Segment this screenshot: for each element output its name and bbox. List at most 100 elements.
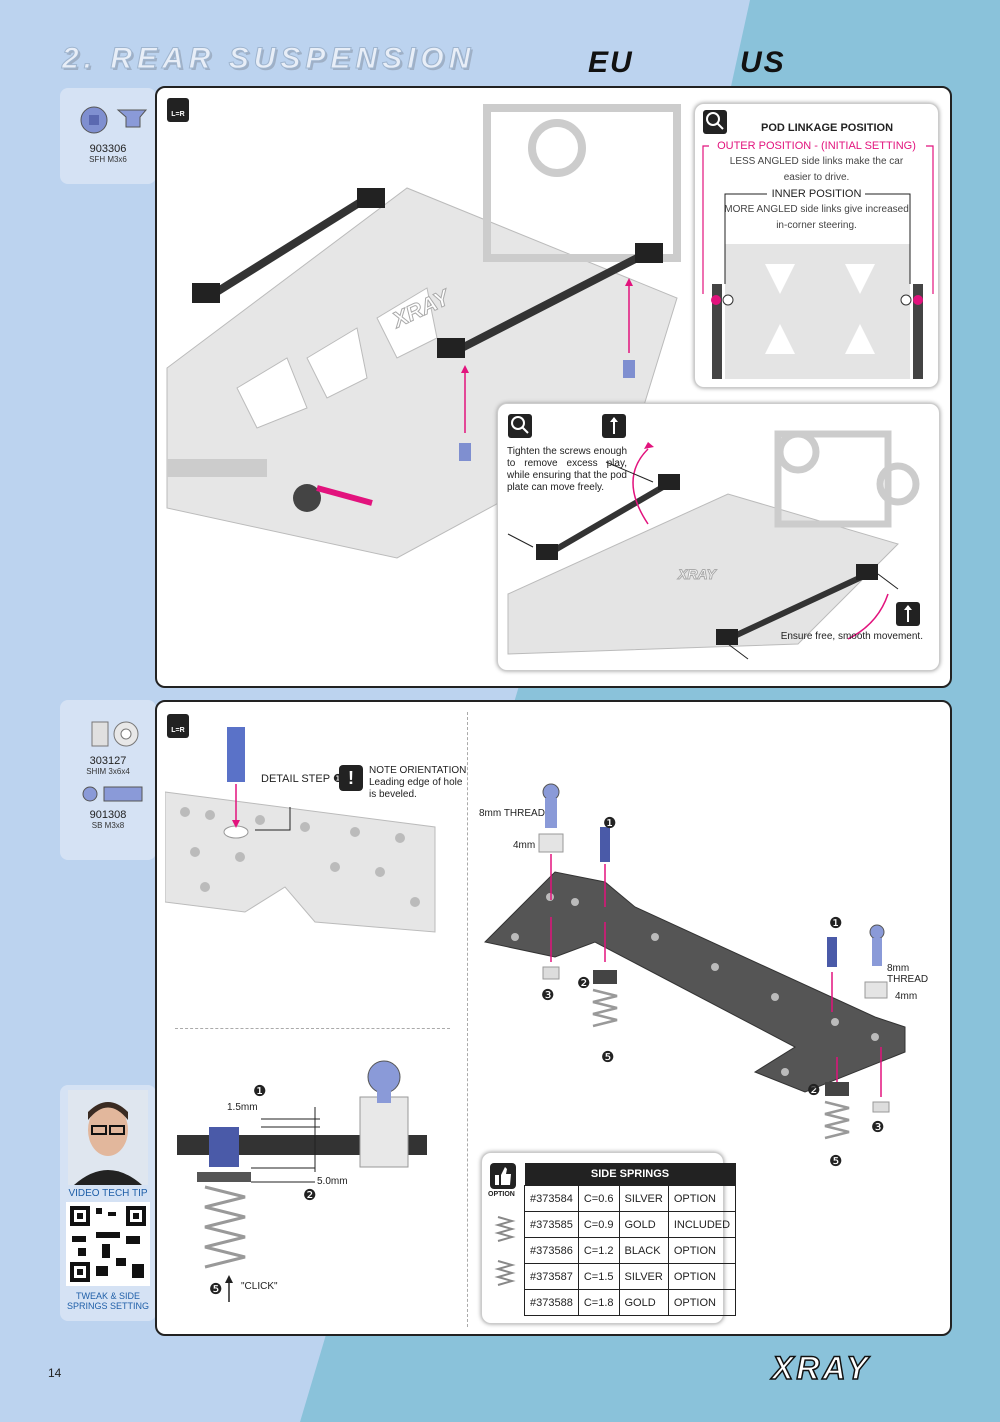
- spring-status: OPTION: [667, 1289, 737, 1316]
- note-text-1: Leading edge of hole: [369, 777, 463, 788]
- screw-icon: [80, 106, 148, 134]
- ensure-note: Ensure free, smooth movement.: [780, 631, 923, 642]
- lr-icon: L=R: [167, 98, 189, 122]
- pod-box-title: POD LINKAGE POSITION: [761, 122, 894, 134]
- part-desc: SHIM 3x6x4: [86, 767, 130, 776]
- row-divider: [175, 1028, 450, 1029]
- part-number: 303127: [89, 755, 127, 767]
- video-tip-title: VIDEO TECH TIP: [68, 1188, 148, 1199]
- note-title: NOTE ORIENTATION: [369, 765, 467, 776]
- video-caption-2: SPRINGS SETTING: [66, 1301, 149, 1311]
- inner-text-1: MORE ANGLED side links give increased: [724, 204, 909, 215]
- callout-two: ❷: [303, 1187, 317, 1204]
- detail-magnify-icon: [703, 110, 727, 134]
- part-number: 901308: [89, 809, 127, 821]
- callout-five: ❺: [601, 1049, 615, 1066]
- pod-plate-illustration: [702, 145, 934, 379]
- spring-status: OPTION: [667, 1263, 737, 1290]
- tighten-detail: Tighten the screws enough to remove exce…: [497, 403, 940, 671]
- screwdriver-icon: [602, 414, 626, 438]
- part-desc: SB M3x8: [91, 821, 125, 830]
- table-row: #373584 C=0.6 SILVER OPTION: [524, 1185, 737, 1212]
- outer-text-2: easier to drive.: [783, 172, 850, 183]
- qr-code[interactable]: [66, 1202, 150, 1286]
- table-row: #373587 C=1.5 SILVER OPTION: [524, 1263, 737, 1290]
- spring-status: OPTION: [667, 1237, 737, 1264]
- side-springs-table: SIDE SPRINGS #373584 C=0.6 SILVER OPTION…: [524, 1163, 737, 1316]
- part-desc: SFH M3x6: [89, 155, 127, 164]
- parts-box-step1: 903306 SFH M3x6: [60, 88, 156, 184]
- video-caption-1: TWEAK & SIDE: [75, 1291, 140, 1301]
- option-label: OPTION: [488, 1191, 515, 1198]
- shim-icon: [91, 721, 139, 747]
- callout-five: ❺: [209, 1281, 223, 1298]
- spring-rate: C=1.5: [577, 1263, 620, 1290]
- tighten-note: Tighten the screws enough to remove exce…: [507, 446, 627, 493]
- callout-five: ❺: [829, 1153, 843, 1170]
- spring-status: INCLUDED: [667, 1211, 737, 1238]
- detail-step-text: DETAIL STEP: [261, 773, 330, 785]
- plate-hole-detail-illustration: [165, 727, 436, 933]
- detail-step-label: DETAIL STEP ❶: [261, 772, 343, 785]
- outer-text-1: LESS ANGLED side links make the car: [729, 156, 904, 167]
- callout-three: ❸: [871, 1119, 885, 1136]
- side-springs-option-box: OPTION SIDE SPRINGS #373584 C=0.6 SILVER…: [481, 1152, 737, 1324]
- table-row: #373585 C=0.9 GOLD INCLUDED: [524, 1211, 737, 1238]
- set-screw-icon: [82, 786, 143, 802]
- section-title: 2. REAR SUSPENSION: [61, 42, 476, 76]
- spring-part: #373588: [524, 1289, 579, 1316]
- spring-color: SILVER: [618, 1185, 669, 1212]
- video-tech-tip-card[interactable]: VIDEO TECH TIP TWEAK & SIDE SPRINGS SETT…: [60, 1085, 156, 1321]
- table-title: SIDE SPRINGS: [524, 1163, 736, 1186]
- side-plate-assembly-illustration: [483, 783, 906, 1140]
- shim-label-left: 4mm: [513, 840, 536, 851]
- spring-rate: C=0.9: [577, 1211, 620, 1238]
- note-orientation: NOTE ORIENTATION Leading edge of hole is…: [369, 765, 466, 801]
- callout-one: ❶: [829, 915, 843, 932]
- pod-linkage-detail: POD LINKAGE POSITION OUTER POSITION - (I…: [694, 103, 939, 388]
- click-label: "CLICK": [241, 1281, 278, 1292]
- spring-part: #373585: [524, 1211, 579, 1238]
- callout-one: ❶: [603, 815, 617, 832]
- spring-part: #373584: [524, 1185, 579, 1212]
- thread-label-left: 8mm THREAD: [479, 808, 545, 819]
- step1-panel: L=R XRAY POD LINKAGE POSITION: [155, 86, 952, 688]
- spring-color: GOLD: [618, 1289, 669, 1316]
- lr-icon: L=R: [167, 714, 189, 738]
- screwdriver-icon: [896, 602, 920, 626]
- xray-footer-logo: XRAY: [771, 1349, 871, 1387]
- spring-icon: [494, 1216, 516, 1286]
- spring-color: SILVER: [618, 1263, 669, 1290]
- spring-rate: C=1.2: [577, 1237, 620, 1264]
- table-row: #373586 C=1.2 BLACK OPTION: [524, 1237, 737, 1264]
- spring-rate: C=1.8: [577, 1289, 620, 1316]
- us-logo: US: [740, 46, 786, 79]
- spring-color: BLACK: [618, 1237, 669, 1264]
- step2-panel: L=R DETAIL STEP ❶ ! NOTE ORIENTATION Lea…: [155, 700, 952, 1336]
- spring-section-illustration: [177, 1060, 427, 1302]
- callout-two: ❷: [807, 1082, 821, 1099]
- callout-three: ❸: [541, 987, 555, 1004]
- detail-step-number: ❶: [332, 773, 343, 785]
- parts-box-step2: 303127 SHIM 3x6x4 901308 SB M3x8: [60, 700, 156, 860]
- inner-text-2: in-corner steering.: [776, 220, 857, 231]
- spring-rate: C=0.6: [577, 1185, 620, 1212]
- warning-icon: !: [339, 765, 363, 791]
- dim-1-5mm: 1.5mm: [227, 1102, 258, 1113]
- dim-5-0mm: 5.0mm: [317, 1176, 348, 1187]
- spring-part: #373587: [524, 1263, 579, 1290]
- shim-label-right: 4mm: [895, 991, 918, 1002]
- spring-status: OPTION: [667, 1185, 737, 1212]
- callout-one: ❶: [253, 1083, 267, 1100]
- pod-assembly-illustration: XRAY: [507, 430, 920, 660]
- part-number: 903306: [89, 143, 127, 155]
- detail-magnify-icon: [508, 414, 532, 438]
- table-row: #373588 C=1.8 GOLD OPTION: [524, 1289, 737, 1316]
- thread-label-right: 8mm THREAD: [887, 963, 929, 985]
- eu-logo: EU: [588, 46, 634, 79]
- column-divider: [467, 712, 468, 1327]
- inner-position-label: INNER POSITION: [771, 188, 862, 200]
- callout-two: ❷: [577, 975, 591, 992]
- presenter-photo: [68, 1090, 148, 1185]
- note-text-2: is beveled.: [369, 789, 417, 800]
